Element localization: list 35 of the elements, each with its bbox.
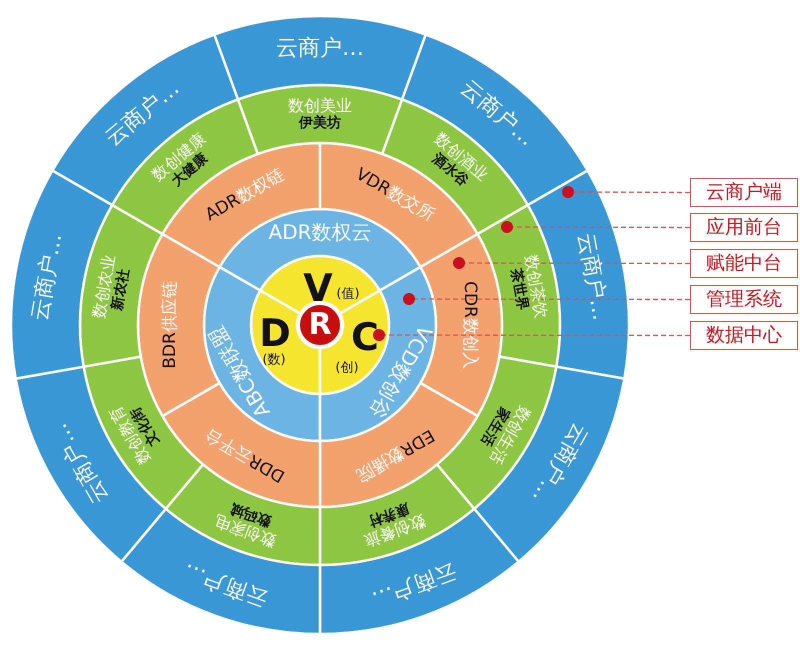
segment-label: 云商户… [28,231,68,323]
segment-sublabel: 伊美坊 [299,115,341,132]
segment-label: 数创美业 [288,96,352,115]
callout-label: 数据中心 [706,325,782,346]
callout-box [690,321,798,350]
leader-line [512,226,690,228]
callout-box [690,285,798,314]
leader-line [414,298,690,300]
leader-line [465,262,690,264]
segment-note: (数) [262,354,286,368]
callout-label: 管理系统 [706,289,782,310]
callout-box [690,213,798,242]
callout-label: 应用前台 [706,217,782,238]
segment-label: 云商户… [276,36,364,62]
segment-label: 云商户… [48,419,114,508]
leader-line [384,334,690,336]
segment-sublabel: 供应链 [160,281,180,332]
segment-sublabel: 数创入 [460,318,480,369]
center-letter: R [308,310,332,340]
segment-label: 云商户… [572,231,612,323]
segment-label: 云商户… [180,557,272,612]
segment-letter: V [303,267,333,311]
leader-line [574,191,690,194]
segment-note: (创) [335,362,359,376]
segment-label: 云商户… [368,557,460,612]
segment-label: BDR [160,332,180,369]
segment-letter: C [351,316,379,360]
callout-label: 云商户端 [706,182,782,203]
callout-box [690,249,798,278]
segment-label: CDR [460,281,480,318]
segment-label: ADR数权云 [268,220,372,244]
segment-label: 云商户… [526,419,592,508]
callout-label: 赋能中台 [706,253,782,274]
callout-box [690,178,798,207]
segment-note: (值) [336,288,360,302]
